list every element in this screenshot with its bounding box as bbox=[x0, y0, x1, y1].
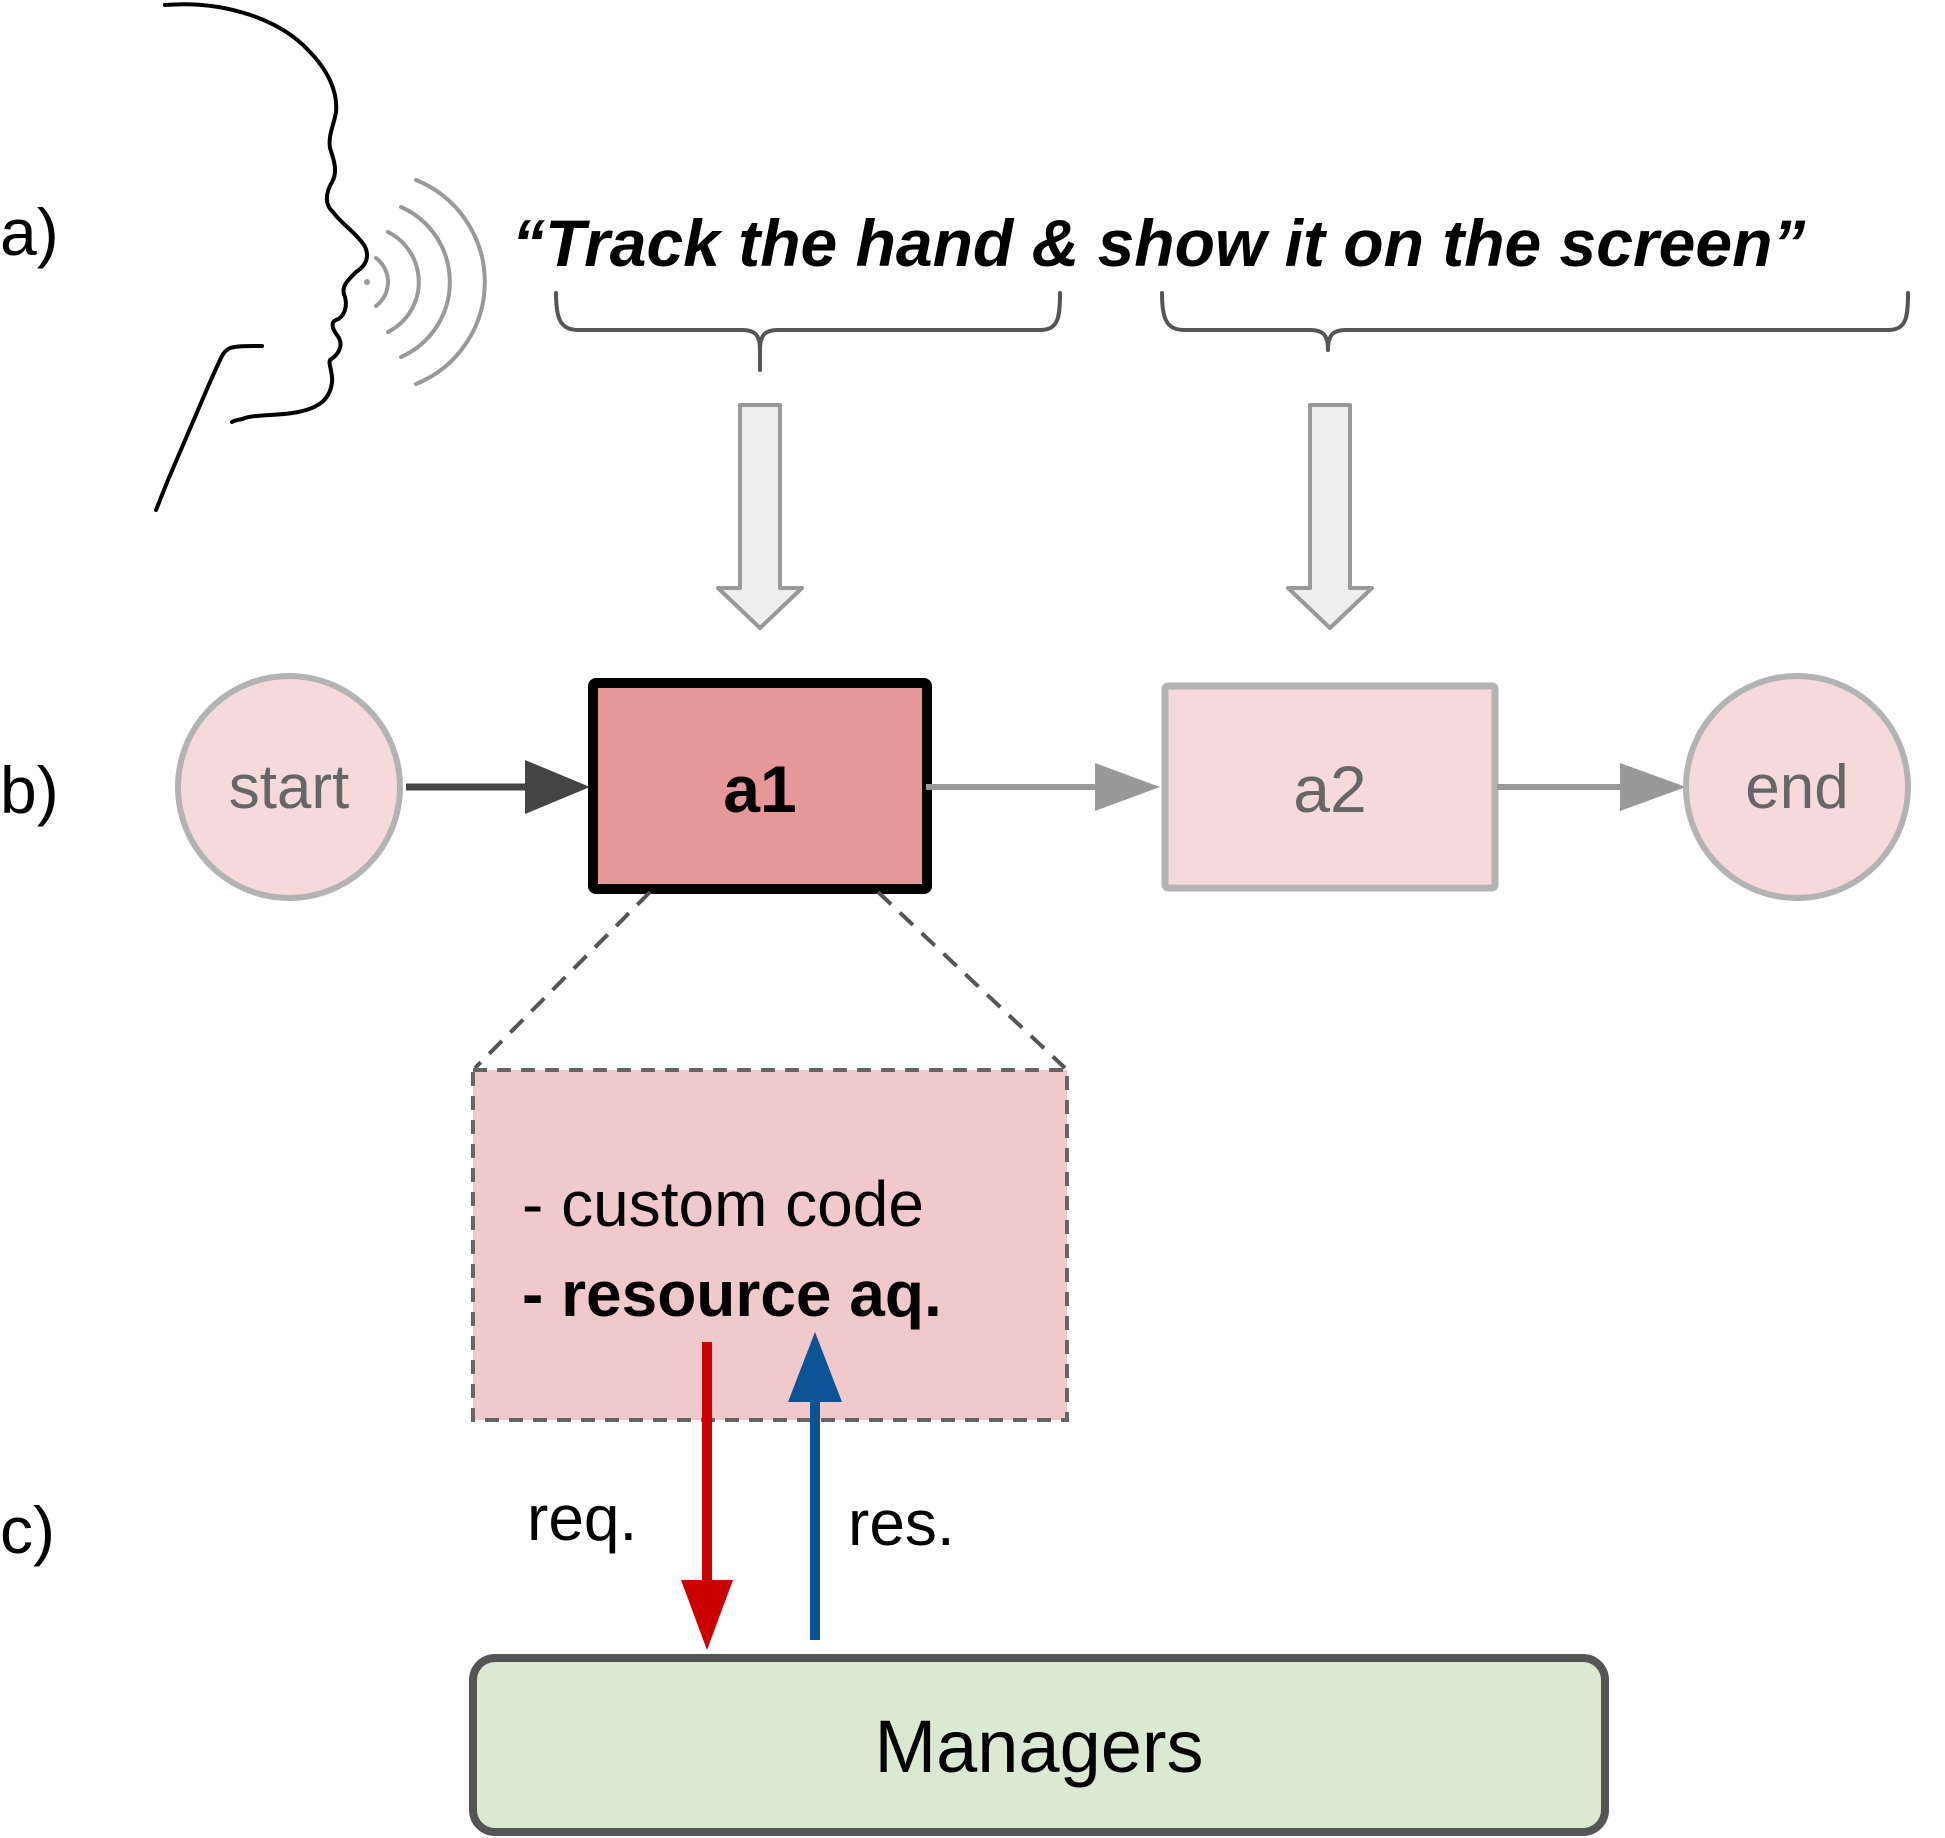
managers-label: Managers bbox=[874, 1705, 1203, 1788]
req-arrow-head bbox=[681, 1580, 733, 1650]
node-start-label: start bbox=[229, 753, 350, 822]
edge-a2-end-head bbox=[1620, 763, 1686, 811]
down-arrow-to-a1 bbox=[716, 403, 804, 630]
detail-line-resource-aq: - resource aq. bbox=[522, 1258, 942, 1330]
speaking-head-neck-drawn bbox=[160, 347, 258, 510]
row-label-a: a) bbox=[0, 195, 59, 269]
brace-right bbox=[1160, 291, 1910, 352]
edge-a1-a2-head bbox=[1095, 763, 1160, 811]
res-arrow-head bbox=[788, 1332, 842, 1402]
node-a1-label: a1 bbox=[723, 752, 796, 826]
row-label-b: b) bbox=[0, 753, 59, 827]
speaking-head-neck-main bbox=[156, 346, 262, 512]
a1-detail-box: - custom code - resource aq. bbox=[471, 1068, 1069, 1422]
speech-quote: “Track the hand & show it on the screen” bbox=[512, 206, 1805, 280]
head-neck-stroke bbox=[154, 344, 264, 512]
down-arrow-to-a2 bbox=[1286, 403, 1374, 630]
sound-waves-icon bbox=[364, 178, 487, 386]
speaking-head-neck-shown bbox=[170, 345, 262, 468]
speaking-head-neck-visible bbox=[230, 345, 262, 394]
neck-diagonal bbox=[160, 346, 236, 504]
neck-line bbox=[158, 346, 260, 500]
speaking-head-neck-stroke bbox=[168, 346, 258, 486]
req-label: req. bbox=[527, 1482, 637, 1554]
zoom-line-right bbox=[876, 890, 1067, 1070]
zoom-line-left bbox=[473, 890, 652, 1070]
managers-box[interactable]: Managers bbox=[469, 1654, 1609, 1836]
node-a2-label: a2 bbox=[1293, 752, 1366, 826]
speaking-head-icon bbox=[163, 2, 369, 425]
head-neck-visible bbox=[228, 347, 262, 364]
detail-line-custom-code: - custom code bbox=[522, 1168, 924, 1240]
brace-left bbox=[554, 291, 1062, 372]
res-label: res. bbox=[848, 1487, 955, 1559]
head-neck-final bbox=[154, 346, 262, 508]
node-a1[interactable]: a1 bbox=[588, 678, 932, 894]
row-label-c: c) bbox=[0, 1493, 55, 1567]
node-a2[interactable]: a2 bbox=[1161, 682, 1499, 892]
head-neck bbox=[156, 346, 260, 520]
node-end-label: end bbox=[1745, 753, 1848, 822]
speaking-head-lower-neck bbox=[166, 345, 262, 496]
node-end: end bbox=[1683, 673, 1911, 901]
node-start: start bbox=[175, 673, 403, 901]
edge-start-a1-head bbox=[525, 760, 590, 814]
